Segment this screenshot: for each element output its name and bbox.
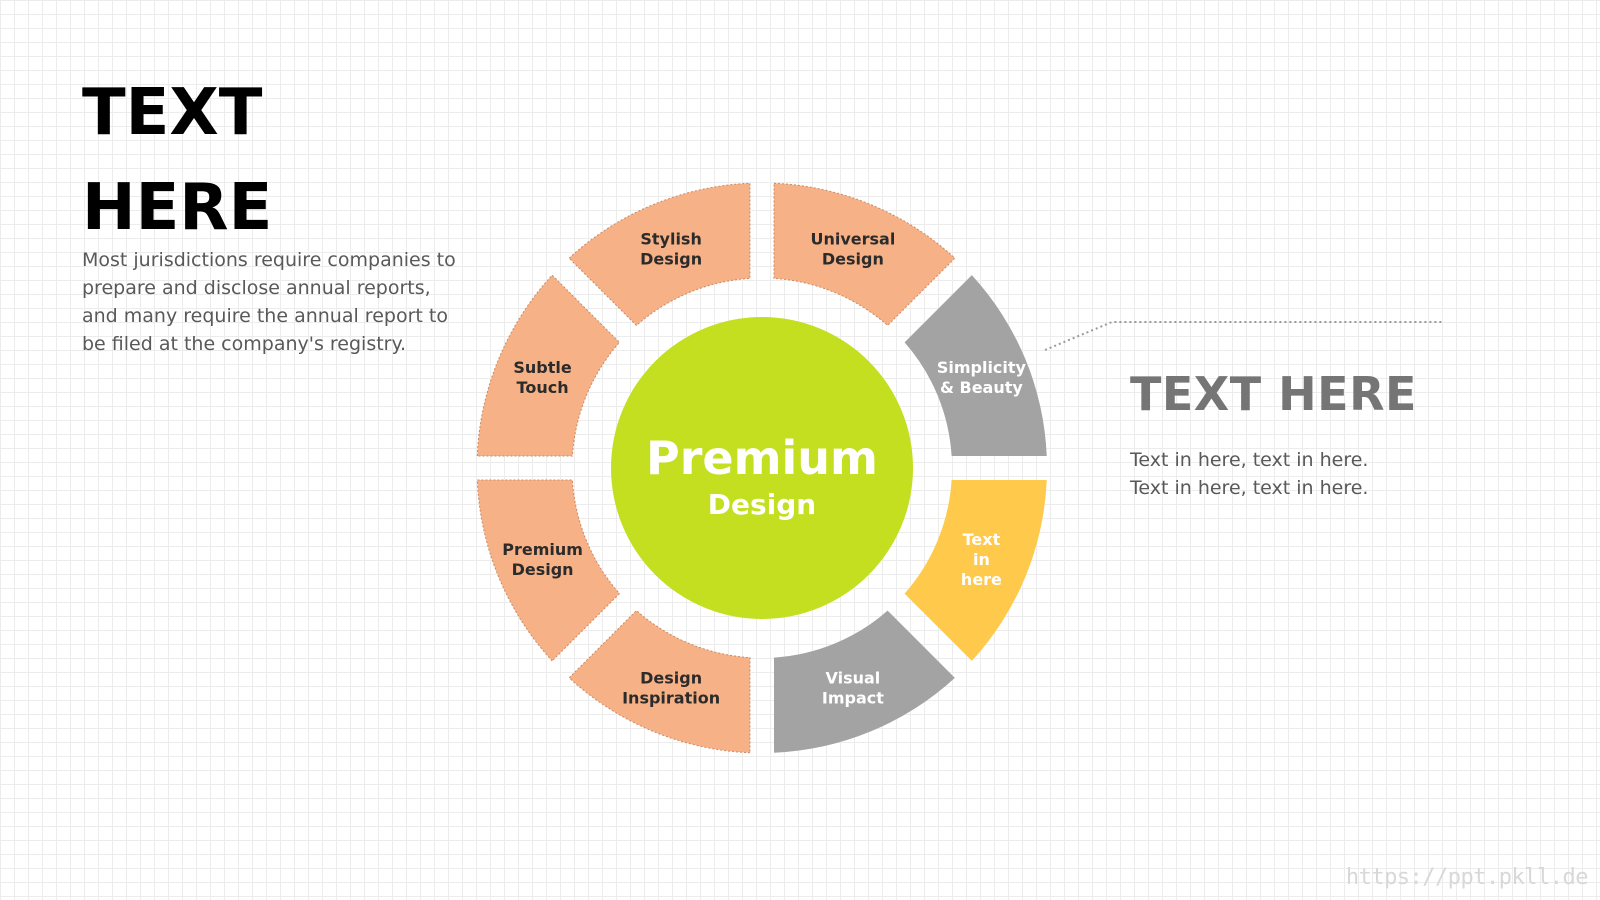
segment-label-line: Design xyxy=(640,668,702,687)
segment-label-line: Subtle xyxy=(513,358,572,377)
segment-design-inspiration xyxy=(568,609,751,754)
right-description-line2: Text in here, text in here. xyxy=(1130,477,1369,499)
segment-label-line: Premium xyxy=(502,540,583,559)
segment-label-line: in xyxy=(973,550,990,569)
segment-label-line: here xyxy=(961,570,1002,589)
left-title-line1: TEXT xyxy=(82,76,263,150)
segment-label-line: Inspiration xyxy=(622,688,720,707)
right-description: Text in here, text in here. Text in here… xyxy=(1130,446,1490,502)
segment-label-line: Simplicity xyxy=(937,358,1027,377)
segment-subtle-touch xyxy=(476,274,621,457)
segment-label-line: Impact xyxy=(822,688,884,707)
left-title-line2: HERE xyxy=(82,171,273,245)
segment-text-in-here xyxy=(904,480,1047,661)
segment-label-simplicity-beauty: Simplicity& Beauty xyxy=(937,358,1027,397)
center-label-line2: Design xyxy=(708,488,816,521)
segment-label-line: Text xyxy=(963,530,1001,549)
segment-label-line: Visual xyxy=(825,668,880,687)
segment-label-line: Universal xyxy=(810,230,895,249)
segment-label-line: Touch xyxy=(517,378,569,397)
callout-connector-line xyxy=(1044,321,1442,351)
right-description-line1: Text in here, text in here. xyxy=(1130,449,1369,471)
segment-stylish-design xyxy=(568,182,751,327)
right-title: TEXT HERE xyxy=(1130,367,1417,421)
segment-premium-design xyxy=(476,479,621,662)
center-label-line1: Premium xyxy=(646,431,878,485)
watermark-url: https://ppt.pkll.de xyxy=(1345,865,1589,890)
segment-label-line: Stylish xyxy=(640,230,701,249)
segment-universal-design xyxy=(773,182,956,327)
segment-label-line: & Beauty xyxy=(940,378,1023,397)
segment-label-line: Design xyxy=(640,250,702,269)
segment-simplicity-beauty xyxy=(904,275,1047,456)
left-description: Most jurisdictions require companies to … xyxy=(82,249,456,355)
left-title: TEXT HERE xyxy=(82,66,422,256)
segment-label-line: Design xyxy=(822,250,884,269)
center-circle xyxy=(611,317,913,619)
segment-label-line: Design xyxy=(512,560,574,579)
segment-visual-impact xyxy=(774,610,955,753)
